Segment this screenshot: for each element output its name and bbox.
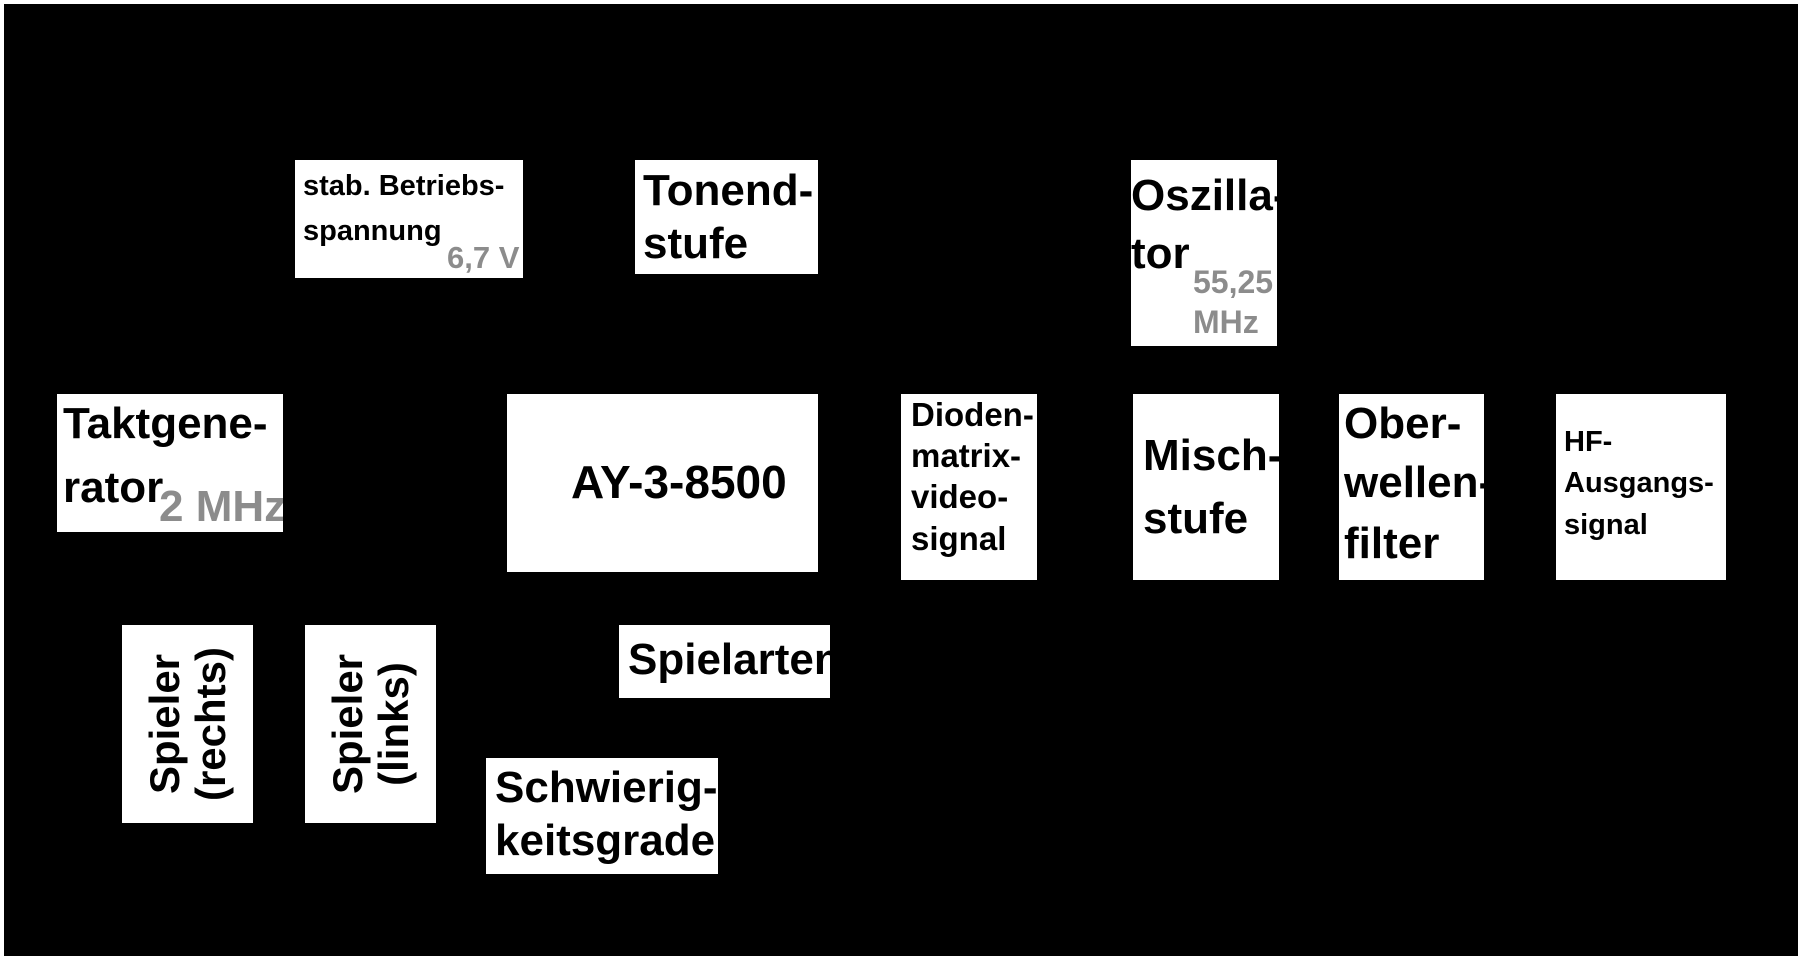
player-right-label: Spieler (rechts) xyxy=(140,646,234,802)
block-rf-output: HF- Ausgangs- signal xyxy=(1556,394,1726,580)
block-clock-generator: Taktgene- rator 2 MHz xyxy=(57,394,283,532)
block-oscillator: Oszilla- tor 55,25 MHz xyxy=(1131,160,1277,346)
block-player-left: Spieler (links) xyxy=(305,625,436,823)
block-label-line: Ausgangs- xyxy=(1564,467,1714,499)
player-left-label: Spieler (links) xyxy=(323,653,417,795)
block-label-line: (rechts) xyxy=(186,646,234,802)
block-label-line: stufe xyxy=(643,219,749,268)
block-label-line: Dioden- xyxy=(911,396,1034,433)
block-label-line: Taktgene- xyxy=(63,399,268,448)
block-label-line: tor xyxy=(1131,229,1190,278)
block-label-line: HF- xyxy=(1564,426,1613,458)
block-difficulty-levels: Schwierig- keitsgrade xyxy=(486,758,718,874)
block-audio-output-stage: Tonend- stufe xyxy=(635,160,818,274)
block-label-line: rator xyxy=(63,463,164,512)
diagram-canvas: stab. Betriebs- spannung 6,7 V Tonend- s… xyxy=(4,4,1798,956)
block-label-line: Spieler xyxy=(140,653,188,795)
block-label-line: spannung xyxy=(303,215,442,247)
block-label-line: signal xyxy=(911,520,1007,557)
block-label-line: Schwierig- xyxy=(495,763,718,812)
clock-frequency-value: 2 MHz xyxy=(159,482,283,531)
block-player-right: Spieler (rechts) xyxy=(122,625,253,823)
block-label-line: wellen- xyxy=(1344,458,1484,507)
block-label-line: Tonend- xyxy=(643,166,814,215)
block-label-line: keitsgrade xyxy=(495,816,716,865)
block-harmonic-filter: Ober- wellen- filter xyxy=(1339,394,1484,580)
block-label-line: Misch- xyxy=(1143,431,1279,480)
block-label-line: stufe xyxy=(1143,494,1249,543)
block-label-line: (links) xyxy=(369,662,417,786)
block-label-line: Spieler xyxy=(323,653,371,795)
block-stabilized-supply: stab. Betriebs- spannung 6,7 V xyxy=(295,160,523,278)
chip-label: AY-3-8500 xyxy=(571,456,787,508)
oscillator-frequency-value: 55,25 xyxy=(1193,264,1274,300)
block-game-modes: Spielarten xyxy=(619,625,830,698)
supply-voltage-value: 6,7 V xyxy=(447,240,520,275)
block-game-chip: AY-3-8500 xyxy=(507,394,818,572)
block-label-line: Oszilla- xyxy=(1131,171,1277,220)
block-mixer-stage: Misch- stufe xyxy=(1133,394,1279,580)
block-label-line: stab. Betriebs- xyxy=(303,170,505,202)
game-modes-label: Spielarten xyxy=(628,635,830,684)
block-diode-matrix: Dioden- matrix- video- signal xyxy=(901,394,1037,580)
block-label-line: video- xyxy=(911,478,1009,515)
block-label-line: Ober- xyxy=(1344,399,1462,448)
block-label-line: signal xyxy=(1564,509,1648,541)
block-label-line: filter xyxy=(1344,519,1440,568)
oscillator-frequency-unit: MHz xyxy=(1193,304,1259,340)
block-label-line: matrix- xyxy=(911,437,1022,474)
